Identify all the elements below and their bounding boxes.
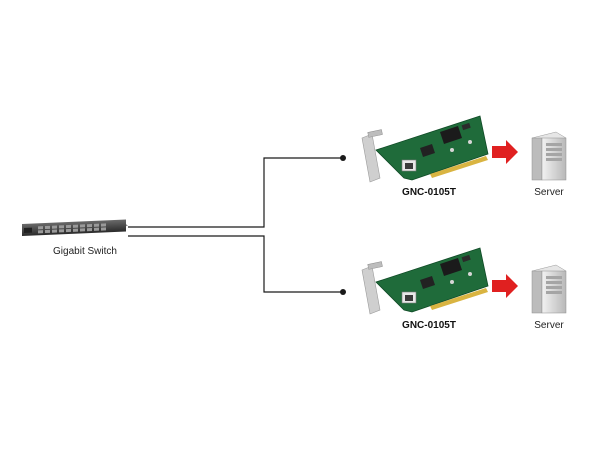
network-card-label-top: GNC-0105T	[402, 187, 456, 198]
connector-dot-top	[340, 155, 346, 161]
network-card-icon	[361, 115, 489, 183]
server-icon	[531, 264, 567, 314]
gigabit-switch-icon	[22, 219, 128, 237]
connection-lines	[128, 157, 343, 293]
red-arrow-icon	[492, 274, 518, 298]
link-line-top	[128, 157, 343, 228]
server-icon	[531, 131, 567, 181]
network-card-icon	[361, 247, 489, 315]
connector-dot-bottom	[340, 289, 346, 295]
link-line-bottom	[128, 235, 343, 293]
server-label-bottom: Server	[534, 320, 564, 331]
red-arrow-icon	[492, 140, 518, 164]
network-card-label-bottom: GNC-0105T	[402, 320, 456, 331]
server-label-top: Server	[534, 187, 564, 198]
gigabit-switch-label: Gigabit Switch	[53, 246, 117, 257]
